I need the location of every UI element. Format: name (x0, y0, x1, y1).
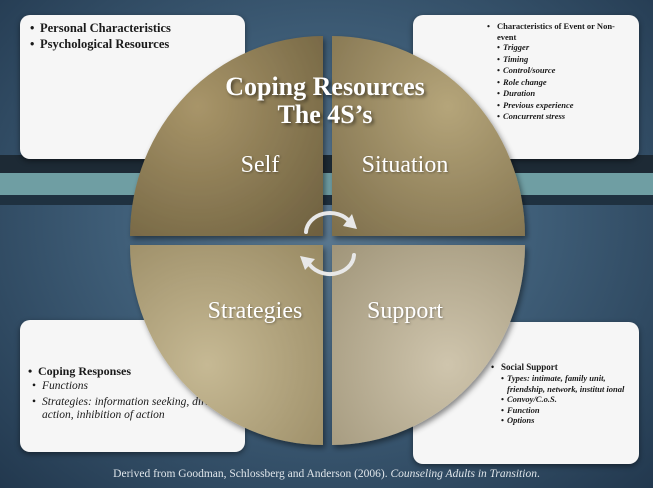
situation-item: Duration (497, 88, 629, 100)
support-sublist: Types: intimate, family unit, friendship… (501, 373, 631, 426)
situation-item: Previous experience (497, 100, 629, 112)
support-item: Types: intimate, family unit, friendship… (501, 373, 631, 394)
source-caption: Derived from Goodman, Schlossberg and An… (0, 468, 653, 480)
support-item: Options (501, 415, 631, 426)
caption-suffix: . (536, 468, 540, 480)
label-support: Support (366, 298, 443, 324)
label-self: Self (240, 152, 280, 178)
situation-item: Trigger (497, 42, 629, 54)
situation-sublist: Trigger Timing Control/source Role chang… (497, 42, 629, 123)
quadrant-strategies (130, 245, 323, 445)
support-item: Function (501, 405, 631, 416)
situation-heading: Characteristics of Event or Non-event Tr… (487, 21, 629, 123)
support-heading-text: Social Support (501, 362, 558, 372)
title-line-2: The 4S’s (277, 100, 373, 129)
support-list: Social Support Types: intimate, family u… (491, 362, 631, 426)
title-line-1: Coping Resources (225, 72, 425, 101)
strategies-list: Coping Responses (28, 364, 235, 378)
strategies-heading-text: Coping Responses (38, 364, 132, 378)
label-situation: Situation (361, 152, 449, 178)
situation-item: Control/source (497, 65, 629, 77)
strategies-item: Strategies: information seeking, direct … (32, 396, 235, 423)
situation-item: Role change (497, 77, 629, 89)
caption-title: Counseling Adults in Transition (390, 468, 537, 480)
situation-item: Timing (497, 54, 629, 66)
self-item-personal: Personal Characteristics (30, 21, 235, 35)
caption-prefix: Derived from Goodman, Schlossberg and An… (113, 468, 391, 480)
cycle-arrows-icon (300, 211, 357, 277)
dark-band-lower (0, 195, 653, 205)
strategies-heading: Coping Responses (28, 364, 235, 378)
situation-heading-text: Characteristics of Event or Non-event (497, 21, 615, 42)
situation-item: Concurrent stress (497, 111, 629, 123)
self-item-psychological: Psychological Resources (30, 37, 235, 51)
situation-list: Characteristics of Event or Non-event Tr… (487, 21, 629, 123)
diagram-title: Coping Resources The 4S’s (180, 73, 470, 129)
quadrant-self (130, 36, 323, 236)
strategies-sublist: Functions Strategies: information seekin… (32, 380, 235, 423)
quadrant-situation (332, 36, 525, 236)
quadrant-support (332, 245, 525, 445)
label-strategies: Strategies (207, 298, 303, 324)
support-item: Convoy/C.o.S. (501, 394, 631, 405)
strategies-item: Functions (32, 380, 235, 394)
self-list: Personal Characteristics Psychological R… (30, 21, 235, 51)
support-heading: Social Support Types: intimate, family u… (491, 362, 631, 426)
